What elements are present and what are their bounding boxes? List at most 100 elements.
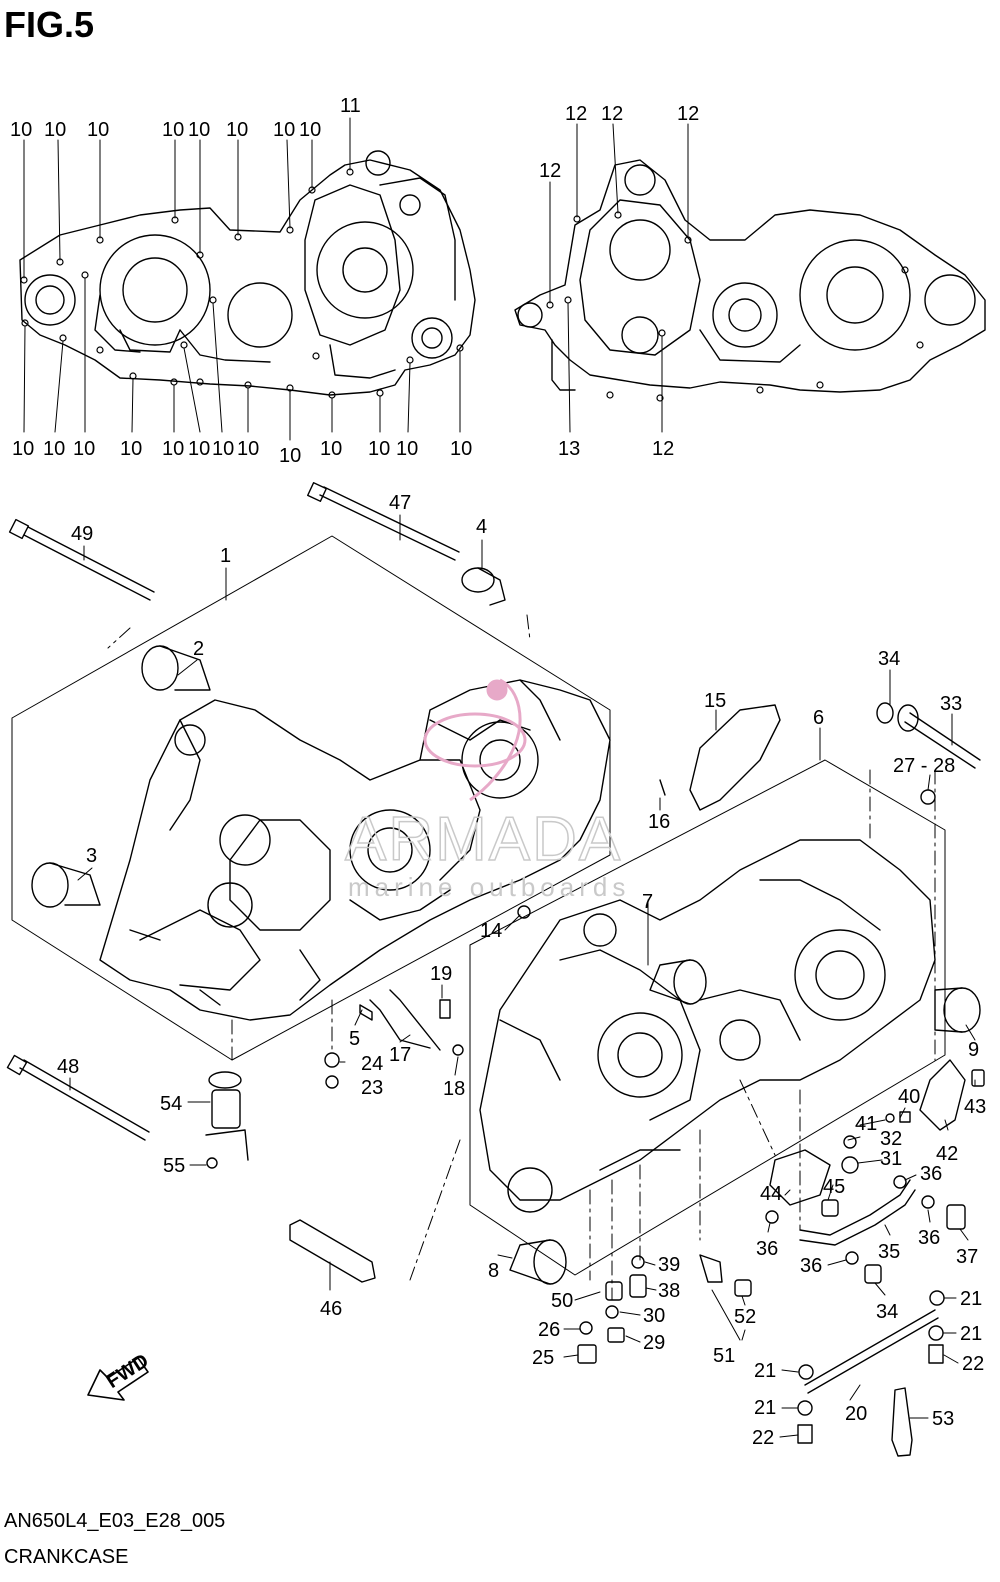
callout-label: 3 (86, 845, 97, 867)
left-crankcase-assembly (11, 535, 611, 1061)
callout-label: 20 (845, 1403, 867, 1425)
callout-label: 53 (932, 1408, 954, 1430)
callout-label: 12 (601, 103, 623, 125)
callout-label: 25 (532, 1347, 554, 1369)
callout-label: 12 (565, 103, 587, 125)
callout-label: 10 (43, 438, 65, 460)
callout-label: 10 (396, 438, 418, 460)
callout-label: 46 (320, 1298, 342, 1320)
upper-case-left-half (19, 117, 476, 441)
assembly-guide-lines (107, 614, 936, 1301)
callout-label: 17 (389, 1044, 411, 1066)
callout-label: 21 (754, 1360, 776, 1382)
callout-label: 27 - 28 (893, 755, 955, 777)
callout-label: 12 (652, 438, 674, 460)
callout-label: 16 (648, 811, 670, 833)
callout-label: 10 (188, 438, 210, 460)
figure-title: FIG.5 (4, 4, 95, 45)
bolt-47 (306, 481, 460, 561)
callout-label: 10 (299, 119, 321, 141)
callout-label: 10 (73, 438, 95, 460)
callout-label: 39 (658, 1254, 680, 1276)
callout-label: 10 (10, 119, 32, 141)
callout-label: 10 (237, 438, 259, 460)
figure-name: CRANKCASE (4, 1546, 129, 1568)
callout-label: 21 (960, 1323, 982, 1345)
callout-label: 38 (658, 1280, 680, 1302)
callout-label: 9 (968, 1039, 979, 1061)
callout-label: 8 (488, 1260, 499, 1282)
callout-label: 12 (677, 103, 699, 125)
bolt-49 (8, 518, 155, 601)
callout-label: 1 (220, 545, 231, 567)
callout-label: 36 (918, 1227, 940, 1249)
bolt-33 (897, 704, 981, 769)
right-crankcase-assembly (469, 759, 985, 1457)
callout-label: 34 (876, 1301, 898, 1323)
pipe-17 (369, 989, 441, 1051)
figure-code: AN650L4_E03_E28_005 (4, 1510, 226, 1532)
callout-label: 34 (878, 648, 900, 670)
callout-label: 30 (643, 1305, 665, 1327)
callout-label: 26 (538, 1319, 560, 1341)
callout-label: 10 (87, 119, 109, 141)
callout-label: 50 (551, 1290, 573, 1312)
callout-label: 51 (713, 1345, 735, 1367)
callout-label: 47 (389, 492, 411, 514)
upper-case-right-half (514, 123, 986, 433)
callout-label: 10 (320, 438, 342, 460)
callout-leaders (69, 514, 976, 1438)
callout-label: 10 (226, 119, 248, 141)
callout-label: 22 (962, 1353, 984, 1375)
callout-label: 33 (940, 693, 962, 715)
callout-label: 32 (880, 1128, 902, 1150)
callout-label: 44 (760, 1183, 782, 1205)
callout-label: 45 (823, 1176, 845, 1198)
callout-label: 13 (558, 438, 580, 460)
watermark: ARMADA marine outboards (344, 678, 630, 902)
bolt-48 (6, 1054, 150, 1141)
callout-label: 10 (450, 438, 472, 460)
callout-label: 19 (430, 963, 452, 985)
callout-label: 41 (855, 1113, 877, 1135)
callout-label: 36 (920, 1163, 942, 1185)
fwd-arrow-icon (87, 1357, 149, 1401)
callout-label: 10 (162, 438, 184, 460)
callout-label: 23 (361, 1077, 383, 1099)
cover-15 (689, 704, 781, 811)
callout-label: 5 (349, 1028, 360, 1050)
callout-label: 36 (800, 1255, 822, 1277)
callout-label: 37 (956, 1246, 978, 1268)
callout-label: 48 (57, 1056, 79, 1078)
watermark-logo-icon (423, 678, 527, 802)
callout-label: 40 (898, 1086, 920, 1108)
callout-label: 10 (44, 119, 66, 141)
callout-label: 35 (878, 1241, 900, 1263)
callout-label: 21 (754, 1397, 776, 1419)
callout-label: 24 (361, 1053, 383, 1075)
small-parts (206, 702, 936, 1169)
callout-label: 10 (120, 438, 142, 460)
callout-label: 10 (162, 119, 184, 141)
callout-label: 7 (642, 891, 653, 913)
callout-label: 4 (476, 516, 487, 538)
callout-label: 18 (443, 1078, 465, 1100)
callout-label: 12 (539, 160, 561, 182)
callout-label: 10 (273, 119, 295, 141)
callout-label: 36 (756, 1238, 778, 1260)
callout-label: 2 (193, 638, 204, 660)
callout-label: 6 (813, 707, 824, 729)
callout-label: 21 (960, 1288, 982, 1310)
callout-label: 42 (936, 1143, 958, 1165)
callout-label: 10 (12, 438, 34, 460)
callout-label: 29 (643, 1332, 665, 1354)
bolt-46 (289, 1219, 376, 1283)
callout-label: 14 (480, 920, 502, 942)
callout-label: 52 (734, 1306, 756, 1328)
callout-label: 43 (964, 1096, 986, 1118)
callout-label: 10 (368, 438, 390, 460)
callout-label: 49 (71, 523, 93, 545)
watermark-tagline: marine outboards (348, 872, 630, 902)
callout-label: 10 (212, 438, 234, 460)
